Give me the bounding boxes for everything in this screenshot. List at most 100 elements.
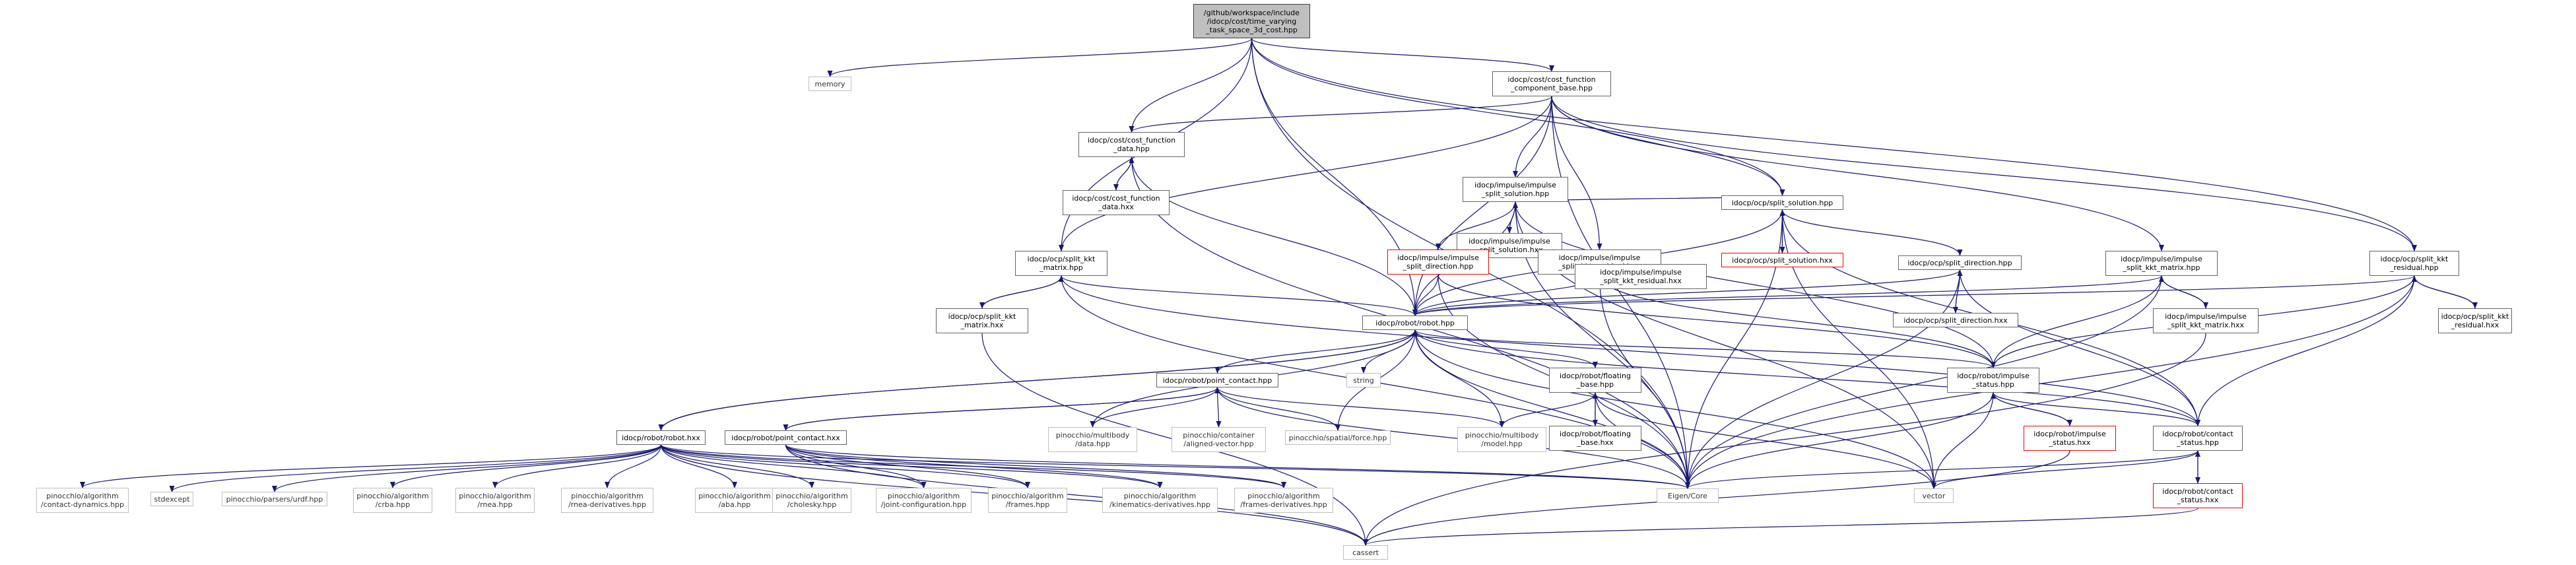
edge-pchxx-to-kind: [785, 444, 1163, 488]
graph-node-label: vector: [1922, 491, 1946, 500]
edge-robothxx-to-eigen: [660, 444, 1690, 489]
graph-node-mbmodel[interactable]: pinocchio/multibody/model.hpp: [1457, 427, 1546, 452]
edge-pc-to-force: [1216, 387, 1340, 431]
graph-node-isd[interactable]: idocp/impulse/impulse_split_direction.hp…: [1387, 249, 1489, 275]
edge-pchxx-to-cassert: [785, 444, 1368, 546]
graph-node-sshxx[interactable]: idocp/ocp/split_solution.hxx: [1721, 253, 1843, 267]
graph-node-force[interactable]: pinocchio/spatial/force.hpp: [1285, 430, 1391, 445]
edge-robothxx-to-cdyn: [80, 444, 662, 488]
edge-is-to-vector: [1931, 392, 1994, 489]
graph-node-is[interactable]: idocp/robot/impulse_status.hpp: [1947, 368, 2039, 393]
graph-node-label: pinocchio/multibody: [1465, 431, 1539, 440]
graph-node-label: string: [1353, 376, 1374, 385]
graph-node-label: _split_kkt_residual.hxx: [1600, 277, 1682, 285]
graph-node-root[interactable]: /github/workspace/include/idocp/cost/tim…: [1193, 4, 1310, 38]
graph-node-kind[interactable]: pinocchio/algorithm/kinematics-derivativ…: [1102, 488, 1218, 513]
graph-node-cs[interactable]: idocp/robot/contact_status.hpp: [2153, 426, 2243, 451]
graph-node-label: stdexcept: [154, 494, 190, 504]
graph-node-string[interactable]: string: [1346, 373, 1381, 387]
edge-skm-to-cs: [1061, 275, 2200, 426]
graph-node-rnead[interactable]: pinocchio/algorithm/rnea-derivatives.hpp: [561, 488, 653, 513]
graph-node-mbdata[interactable]: pinocchio/multibody/data.hpp: [1048, 427, 1137, 452]
edge-cfcb-to-robot: [1412, 96, 1552, 316]
graph-node-stdexcept[interactable]: stdexcept: [150, 492, 193, 506]
edge-pc-to-eigen: [1216, 387, 1690, 489]
edge-root-to-ss: [1251, 38, 1785, 196]
graph-node-skmhxx[interactable]: idocp/ocp/split_kkt_matrix.hxx: [936, 308, 1028, 333]
edge-iskmhxx-to-iskm: [2159, 275, 2206, 309]
graph-node-cshxx[interactable]: idocp/robot/contact_status.hxx: [2153, 483, 2243, 508]
graph-node-jconf[interactable]: pinocchio/algorithm/joint-configuration.…: [876, 488, 972, 513]
graph-node-urdf[interactable]: pinocchio/parsers/urdf.hpp: [222, 492, 327, 506]
graph-node-memory[interactable]: memory: [809, 77, 851, 91]
graph-node-pc[interactable]: idocp/robot/point_contact.hpp: [1156, 373, 1278, 387]
graph-node-cfdhxx[interactable]: idocp/cost/cost_function_data.hxx: [1063, 190, 1170, 215]
graph-node-cfcb[interactable]: idocp/cost/cost_function_component_base.…: [1492, 71, 1611, 96]
graph-node-sd[interactable]: idocp/ocp/split_direction.hpp: [1898, 255, 2022, 270]
graph-node-crba[interactable]: pinocchio/algorithm/crba.hpp: [353, 488, 432, 513]
graph-node-label: /contact-dynamics.hpp: [40, 500, 125, 509]
graph-node-skm[interactable]: idocp/ocp/split_kkt_matrix.hpp: [1015, 251, 1107, 276]
graph-node-label: idocp/impulse/impulse: [1600, 268, 1682, 277]
graph-node-label: /github/workspace/include: [1203, 8, 1300, 17]
edge-iskm-to-eigen: [1685, 275, 2162, 489]
graph-node-aligned[interactable]: pinocchio/container/aligned-vector.hpp: [1172, 427, 1266, 452]
edge-robot-to-is: [1414, 329, 1996, 368]
graph-node-label: _matrix.hxx: [960, 321, 1004, 329]
graph-node-label: pinocchio/algorithm: [459, 492, 531, 500]
edge-pc-to-mbdata: [1090, 387, 1218, 428]
edge-cfcb-to-iskm: [1551, 96, 2164, 251]
graph-node-skr[interactable]: idocp/ocp/split_kkt_residual.hpp: [2369, 251, 2459, 276]
graph-node-chol[interactable]: pinocchio/algorithm/cholesky.hpp: [772, 488, 851, 513]
edge-pc-to-mbmodel: [1216, 387, 1505, 428]
graph-node-label: _split_solution.hxx: [1476, 246, 1543, 254]
graph-node-pchxx[interactable]: idocp/robot/point_contact.hxx: [725, 430, 847, 445]
graph-node-label: pinocchio/algorithm: [776, 492, 848, 500]
graph-node-skrhxx[interactable]: idocp/ocp/split_kkt_residual.hxx: [2438, 308, 2512, 333]
edge-sd-to-cs: [1959, 269, 2200, 426]
graph-node-label: Eigen/Core: [1668, 491, 1707, 500]
graph-node-ss[interactable]: idocp/ocp/split_solution.hpp: [1721, 195, 1843, 210]
graph-node-fbhxx[interactable]: idocp/robot/floating_base.hxx: [1549, 426, 1641, 451]
edge-skr-to-eigen: [1685, 275, 2415, 489]
graph-node-iskrhxx[interactable]: idocp/impulse/impulse_split_kkt_residual…: [1575, 264, 1707, 289]
edge-sd-to-robot: [1412, 269, 1961, 316]
graph-node-label: _status.hxx: [2049, 438, 2091, 447]
edge-iskmhxx-to-cassert: [1363, 333, 2206, 546]
edge-ss-to-eigen: [1685, 209, 1783, 489]
graph-node-robothxx[interactable]: idocp/robot/robot.hxx: [616, 430, 706, 445]
graph-node-sdhxx[interactable]: idocp/ocp/split_direction.hxx: [1893, 313, 2018, 327]
edge-skr-to-cs: [2195, 275, 2415, 426]
edge-cfcb-to-eigen: [1551, 96, 1690, 489]
edge-root-to-memory: [827, 38, 1253, 77]
graph-node-rnea[interactable]: pinocchio/algorithm/rnea.hpp: [455, 488, 535, 513]
graph-node-aba[interactable]: pinocchio/algorithm/aba.hpp: [695, 488, 774, 513]
graph-node-ishxx[interactable]: idocp/robot/impulse_status.hxx: [2024, 426, 2116, 451]
graph-node-iss[interactable]: idocp/impulse/impulse_split_solution.hpp: [1463, 177, 1568, 202]
edge-fb-to-eigen: [1595, 392, 1690, 489]
graph-node-label: idocp/ocp/split_kkt: [948, 312, 1016, 321]
graph-node-cfd[interactable]: idocp/cost/cost_function_data.hpp: [1078, 132, 1185, 157]
edge-fb-to-vector: [1595, 392, 1936, 489]
graph-node-label: _base.hxx: [1577, 438, 1614, 447]
graph-node-eigen[interactable]: Eigen/Core: [1657, 488, 1719, 503]
graph-node-label: _residual.hpp: [2390, 263, 2439, 272]
graph-node-label: idocp/impulse/impulse: [1469, 237, 1550, 246]
edge-robothxx-to-crba: [390, 444, 662, 488]
edge-isd-to-is: [1437, 274, 1996, 368]
edge-skmhxx-to-skm: [981, 275, 1064, 309]
graph-node-iskm[interactable]: idocp/impulse/impulse_split_kkt_matrix.h…: [2105, 251, 2218, 276]
graph-node-label: _matrix.hpp: [1040, 263, 1083, 272]
graph-node-label: idocp/cost/cost_function: [1072, 194, 1160, 203]
graph-node-cdyn[interactable]: pinocchio/algorithm/contact-dynamics.hpp: [36, 488, 129, 513]
graph-node-label: /frames-derivatives.hpp: [1240, 500, 1327, 509]
graph-node-iskmhxx[interactable]: idocp/impulse/impulse_split_kkt_matrix.h…: [2153, 308, 2259, 333]
graph-node-frames[interactable]: pinocchio/algorithm/frames.hpp: [988, 488, 1067, 513]
graph-node-vector[interactable]: vector: [1914, 488, 1954, 503]
graph-node-cassert[interactable]: cassert: [1343, 545, 1388, 560]
graph-node-robot[interactable]: idocp/robot/robot.hpp: [1362, 316, 1468, 330]
graph-node-framesd[interactable]: pinocchio/algorithm/frames-derivatives.h…: [1234, 488, 1333, 513]
edge-cs-to-eigen: [1685, 450, 2198, 489]
graph-node-fb[interactable]: idocp/robot/floating_base.hpp: [1549, 368, 1641, 393]
